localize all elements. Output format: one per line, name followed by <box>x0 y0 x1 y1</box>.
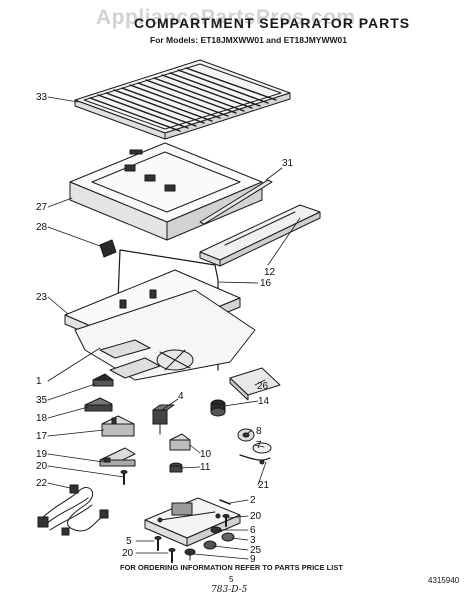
callout-11: 11 <box>200 462 211 473</box>
callout-6: 6 <box>250 525 256 536</box>
handwritten-note: 783-D-5 <box>211 585 248 595</box>
callout-16: 16 <box>260 278 272 289</box>
callout-27: 27 <box>36 202 48 213</box>
part-20-screw-a <box>120 470 128 485</box>
part-20-screw-c <box>168 548 176 563</box>
callout-19: 19 <box>36 449 48 460</box>
part-21-wire <box>239 454 271 465</box>
callout-9: 9 <box>250 554 256 565</box>
callout-20-a: 20 <box>36 461 48 472</box>
callout-20-b: 20 <box>250 511 262 522</box>
callout-25: 25 <box>250 545 262 556</box>
part-4-thermostat <box>152 404 175 435</box>
part-8-socket <box>237 428 255 442</box>
part-35-switch <box>92 373 114 387</box>
callout-18: 18 <box>36 413 48 424</box>
part-11-knob <box>169 462 183 473</box>
callout-12: 12 <box>264 267 276 278</box>
site-watermark: AppliancePartsPros.com <box>96 6 356 29</box>
callout-23: 23 <box>36 292 48 303</box>
callout-28: 28 <box>36 222 48 233</box>
callout-4: 4 <box>178 391 184 402</box>
callout-17: 17 <box>36 431 48 442</box>
callout-35: 35 <box>36 395 48 406</box>
callout-33: 33 <box>36 92 48 103</box>
callout-8: 8 <box>256 426 262 437</box>
callout-1: 1 <box>36 376 42 387</box>
part-18-bracket <box>84 397 113 412</box>
callout-labels: 33 31 27 28 12 16 23 1 26 35 4 14 18 8 7… <box>36 92 294 565</box>
callout-10: 10 <box>200 449 212 460</box>
callout-5: 5 <box>126 536 132 547</box>
part-28-block <box>99 239 117 258</box>
part-5-screw <box>154 536 162 551</box>
part-17-housing <box>101 415 135 437</box>
part-33-cover-grille <box>74 59 291 140</box>
callout-21: 21 <box>258 480 270 491</box>
part-22-wire-harness <box>37 484 109 536</box>
part-31-strip <box>199 179 273 225</box>
part-10-control <box>169 433 191 451</box>
part-9-nut <box>184 548 196 561</box>
callout-20-c: 20 <box>122 548 134 559</box>
callout-2: 2 <box>250 495 256 506</box>
page-number: 5 <box>229 575 234 584</box>
callout-22: 22 <box>36 478 48 489</box>
model-subtitle: For Models: ET18JMXWW01 and ET18JMYWW01 <box>150 35 347 45</box>
callout-3: 3 <box>250 535 256 546</box>
callout-26: 26 <box>257 381 269 392</box>
part-26-insulation <box>229 367 281 401</box>
part-14-knob <box>210 399 226 417</box>
part-27-separator-pan <box>69 142 263 241</box>
callout-leaders <box>47 96 301 560</box>
part-19-cover <box>99 447 136 467</box>
part-25-clip <box>203 540 217 550</box>
diagram-title: COMPARTMENT SEPARATOR PARTS <box>134 15 411 31</box>
part-3-grommet <box>221 532 235 542</box>
part-2-bracket <box>219 499 231 505</box>
ordering-note: FOR ORDERING INFORMATION REFER TO PARTS … <box>120 563 343 572</box>
callout-14: 14 <box>258 396 270 407</box>
part-23-lower-housing <box>64 269 256 381</box>
document-number: 4315940 <box>428 576 460 585</box>
part-20-screw-b <box>222 514 230 527</box>
callout-7: 7 <box>256 440 262 451</box>
callout-31: 31 <box>282 158 294 169</box>
